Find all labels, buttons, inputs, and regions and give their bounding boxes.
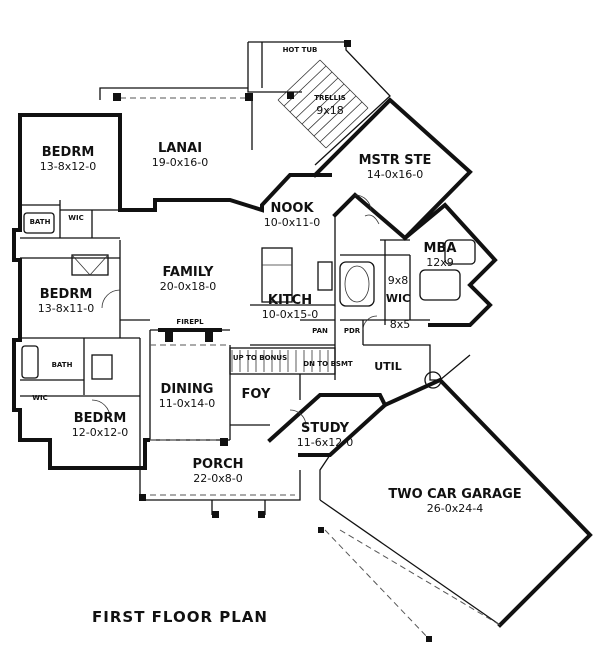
- room-label-nook: NOOK: [270, 201, 314, 216]
- room-label-hot-tub: HOT TUB: [283, 46, 318, 54]
- label-wic-1: WIC: [68, 214, 83, 222]
- label-pan: PAN: [312, 327, 328, 335]
- room-size-trellis: 9x18: [316, 104, 344, 117]
- room-size-porch: 22-0x8-0: [193, 472, 242, 485]
- room-label-dining: DINING: [161, 382, 214, 397]
- door-swings: [91, 194, 378, 427]
- room-size-dining: 11-0x14-0: [159, 397, 215, 410]
- room-label-bedrm-3: BEDRM: [74, 411, 127, 426]
- room-label-foy: FOY: [242, 387, 271, 402]
- label-firepl: FIREPL: [176, 318, 204, 326]
- room-label-lanai: LANAI: [158, 141, 202, 156]
- label-closet-size: 8x5: [390, 318, 411, 331]
- post: [344, 40, 351, 47]
- label-up-to-bonus: UP TO BONUS: [233, 354, 287, 362]
- interior-walls-center: [120, 247, 364, 441]
- room-size-lanai: 19-0x16-0: [152, 156, 208, 169]
- room-size-bedrm-3: 12-0x12-0: [72, 426, 128, 439]
- room-size-wic-master: 9x8: [388, 274, 409, 287]
- room-size-nook: 10-0x11-0: [264, 216, 320, 229]
- trellis-deck: [247, 41, 391, 166]
- label-bath-1: BATH: [30, 218, 51, 226]
- room-size-mstr-ste: 14-0x16-0: [367, 168, 423, 181]
- room-size-bedrm-1: 13-8x12-0: [40, 160, 96, 173]
- label-bath-2: BATH: [52, 361, 73, 369]
- room-size-kitch: 10-0x15-0: [262, 308, 318, 321]
- master-suite-walls: [312, 97, 498, 327]
- plan-title: FIRST FLOOR PLAN: [92, 608, 268, 626]
- room-label-bedrm-1: BEDRM: [42, 145, 95, 160]
- room-label-bedrm-2: BEDRM: [40, 287, 93, 302]
- room-size-bedrm-2: 13-8x11-0: [38, 302, 94, 315]
- exterior-walls: [12, 113, 332, 470]
- label-dn-to-bsmt: DN TO BSMT: [303, 360, 353, 368]
- room-size-mba: 12x9: [426, 256, 454, 269]
- study-garage-walls: [267, 344, 593, 642]
- room-label-mstr-ste: MSTR STE: [359, 153, 432, 168]
- lanai-area: [99, 87, 253, 150]
- room-label-kitch: KITCH: [268, 293, 312, 308]
- room-size-family: 20-0x18-0: [160, 280, 216, 293]
- label-pdr: PDR: [344, 327, 361, 335]
- post: [287, 92, 294, 99]
- room-label-porch: PORCH: [192, 457, 243, 472]
- room-labels: HOT TUB TRELLIS 9x18 LANAI 19-0x16-0 MST…: [38, 46, 522, 515]
- room-label-study: STUDY: [301, 421, 350, 436]
- room-label-family: FAMILY: [163, 265, 214, 280]
- room-label-wic-master: WIC: [386, 292, 410, 305]
- room-label-trellis: TRELLIS: [314, 94, 346, 102]
- small-labels: BATH WIC BATH WIC FIREPL PDR PAN UTIL 8x…: [30, 214, 411, 402]
- room-label-mba: MBA: [424, 241, 457, 256]
- room-label-garage: TWO CAR GARAGE: [388, 487, 521, 502]
- porch-area: [139, 424, 301, 518]
- room-size-garage: 26-0x24-4: [427, 502, 483, 515]
- room-size-study: 11-6x12-0: [297, 436, 353, 449]
- label-wic-2: WIC: [32, 394, 47, 402]
- interior-walls-left: [20, 200, 141, 468]
- label-util: UTIL: [374, 360, 402, 373]
